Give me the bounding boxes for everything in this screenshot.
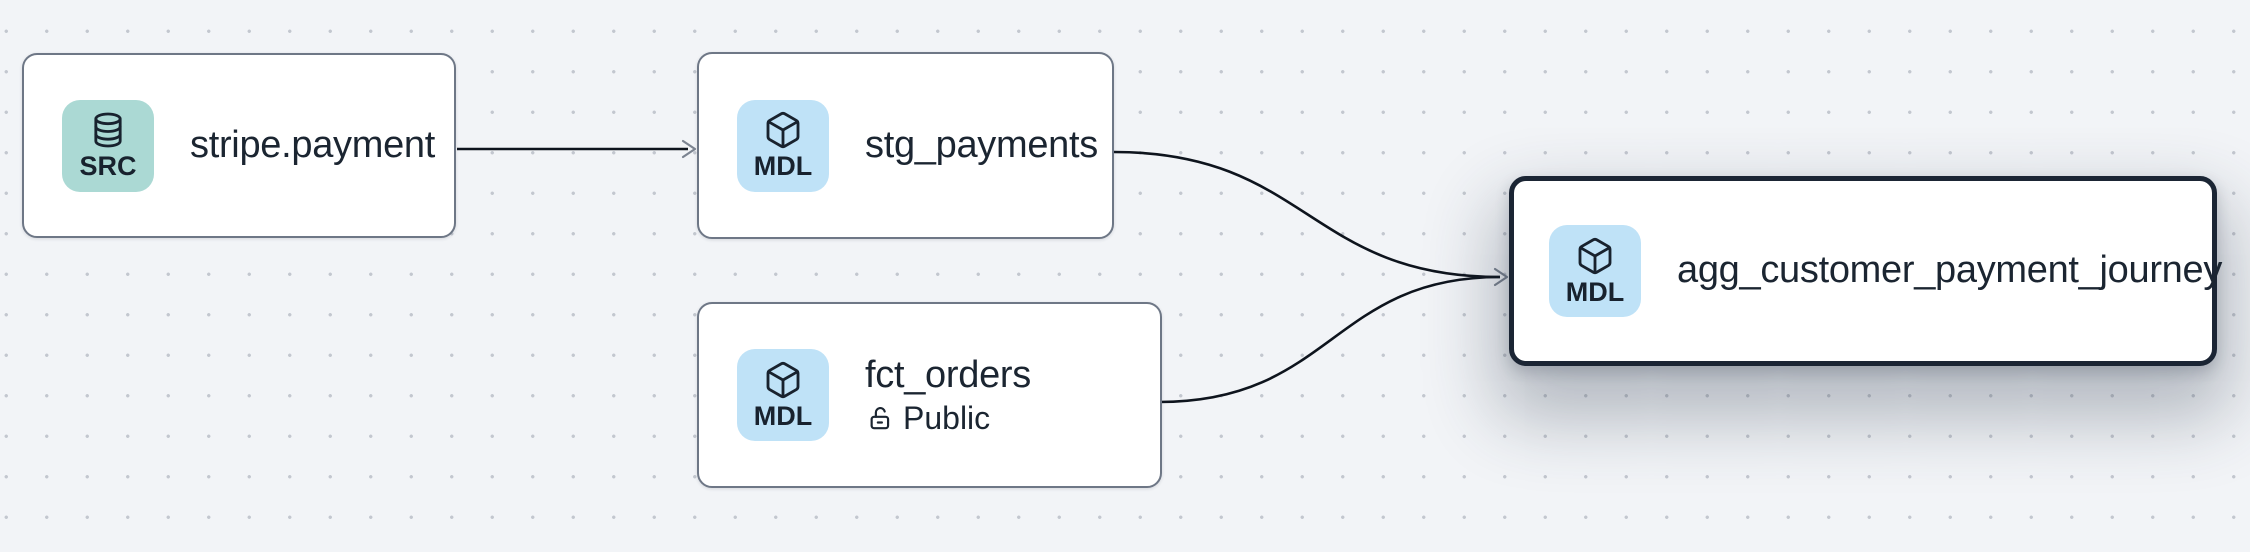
node-title: stripe.payment [190,123,436,166]
cube-icon [766,361,800,398]
badge-label: MDL [753,400,813,431]
arrowhead-icon [1493,267,1509,287]
node-stripe-payment[interactable]: SRC stripe.payment [22,53,456,238]
badge-label: SRC [79,151,137,182]
node-title: stg_payments [865,123,1098,166]
node-title: agg_customer_payment_journey [1677,249,2223,292]
model-type-badge: MDL [1549,225,1641,317]
source-type-badge: SRC [62,99,154,192]
node-stg-payments[interactable]: MDL stg_payments [697,52,1114,239]
cube-icon [766,112,800,149]
node-title: fct_orders [865,353,1031,396]
access-row: Public [865,401,1031,436]
model-type-badge: MDL [737,99,829,192]
edge-fct-orders-to-agg-customer-payment-journey [1158,275,1501,404]
edge-stg-payments-to-agg-customer-payment-journey [1113,150,1501,279]
cube-icon [1578,237,1612,274]
unlock-icon [870,407,890,430]
database-icon [94,112,122,148]
arrowhead-icon [681,139,697,159]
access-label: Public [903,400,991,437]
badge-label: MDL [1565,276,1625,307]
node-fct-orders[interactable]: MDL fct_orders Public [697,302,1162,488]
model-type-badge: MDL [737,349,829,441]
badge-label: MDL [753,151,813,182]
node-agg-customer-payment-journey[interactable]: MDL agg_customer_payment_journey [1509,176,2222,366]
